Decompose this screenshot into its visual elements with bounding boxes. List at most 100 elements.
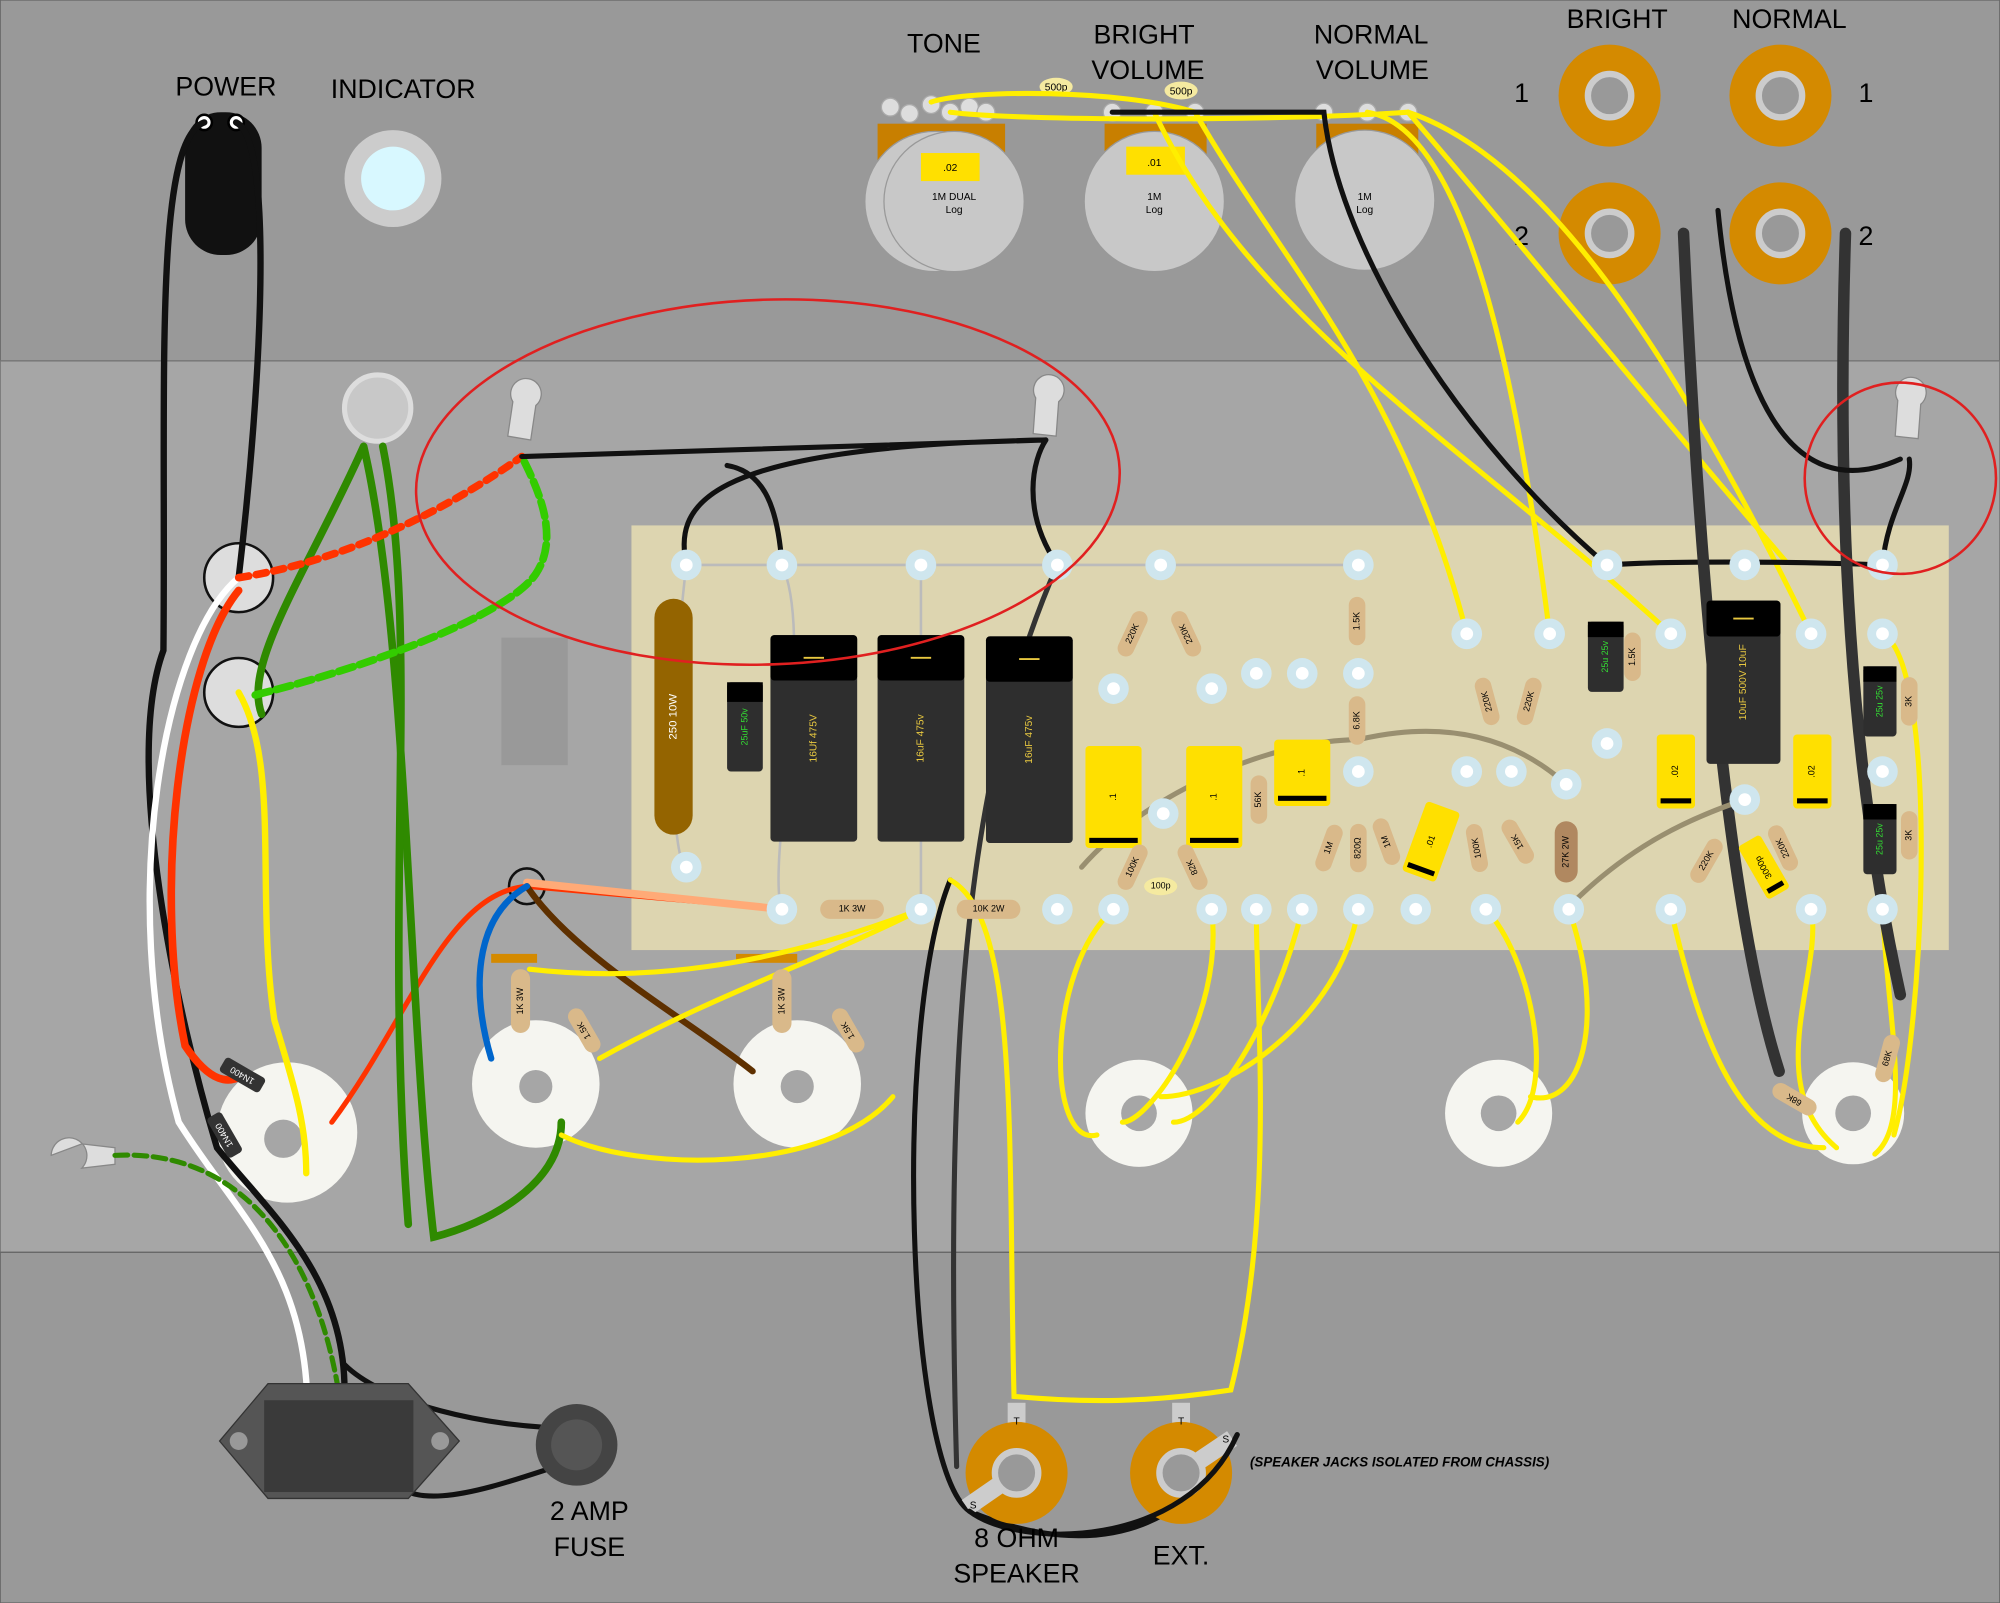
- eyelet-hole: [1876, 558, 1889, 572]
- component-label: 100p: [1151, 881, 1171, 891]
- eyelet-hole: [1249, 902, 1263, 916]
- eyelet-hole: [1154, 558, 1168, 572]
- tone-pot[interactable]: .02 1M DUAL Log: [864, 123, 1025, 273]
- resistor: 15K: [1501, 819, 1535, 864]
- bright-volume-label-1: BRIGHT: [1094, 19, 1195, 49]
- film-capacitor: 3000p: [1738, 835, 1789, 899]
- normal-volume-label-2: VOLUME: [1316, 55, 1429, 85]
- resistor: 220K: [1474, 677, 1500, 726]
- component-label: 16Uf 475V: [808, 714, 819, 762]
- eyelet-hole: [1351, 902, 1365, 916]
- component-label: .1: [1108, 793, 1118, 800]
- component-label: 250 10W: [668, 694, 680, 740]
- input-jack-bright-2: [1558, 182, 1661, 285]
- speaker-jack-8-ohm[interactable]: [961, 1402, 1068, 1524]
- electrolytic-capacitor: 25u 25v: [1863, 666, 1897, 737]
- resistor: 56K: [1250, 775, 1268, 824]
- resistor: 68K: [1875, 1034, 1900, 1083]
- cap-label: 500p: [1170, 86, 1193, 97]
- eyelet-hole: [1205, 682, 1219, 696]
- cap-label: 500p: [1045, 83, 1068, 94]
- power-switch[interactable]: [185, 112, 262, 256]
- resistor: 1.5K: [568, 1008, 601, 1053]
- component-label: .02: [1670, 765, 1680, 777]
- component-label: 6.8K: [1351, 711, 1361, 729]
- input-jack-normal-1: [1729, 44, 1832, 147]
- speaker-label-1: 8 OHM: [974, 1523, 1059, 1553]
- jack-terminal: S: [1222, 1434, 1229, 1445]
- eyelet-hole: [1205, 902, 1219, 916]
- fuse-holder[interactable]: [535, 1404, 618, 1486]
- jack-terminal: T: [1013, 1416, 1019, 1427]
- component-label: 1M: [1322, 840, 1336, 855]
- eyelet-hole: [1664, 902, 1678, 916]
- fuse-label-1: 2 AMP: [550, 1496, 629, 1526]
- resistor: 1K 3W: [772, 969, 792, 1033]
- jack-terminal: S: [970, 1501, 977, 1512]
- eyelet-hole: [1543, 627, 1557, 641]
- jack-number: 1: [1858, 78, 1873, 108]
- resistor: 3K: [1900, 811, 1918, 860]
- eyelet-hole: [1051, 902, 1064, 916]
- jack-number: 2: [1858, 221, 1873, 251]
- eyelet-hole: [1876, 765, 1889, 778]
- component-label: 1K 3W: [776, 987, 786, 1014]
- resistor: 1M: [1315, 824, 1343, 872]
- component-label: 10K 2W: [973, 904, 1005, 914]
- power-label: POWER: [175, 72, 276, 102]
- component-label: 3K: [1904, 830, 1914, 841]
- component-label: 1K 3W: [839, 904, 866, 914]
- input-jacks[interactable]: [1558, 44, 1832, 285]
- tone-cap-label: .02: [943, 163, 957, 174]
- resistor: 1M: [1372, 818, 1401, 865]
- ext-label: EXT.: [1153, 1541, 1210, 1571]
- eyelet-hole: [1460, 627, 1474, 641]
- film-capacitor: .02: [1793, 734, 1832, 809]
- resistor: 27K 2W: [1554, 821, 1578, 883]
- eyelet-hole: [1876, 902, 1889, 916]
- component-label: 25uF 50v: [739, 708, 749, 746]
- eyelet-hole: [1505, 765, 1518, 778]
- eyelet-hole: [1479, 902, 1493, 916]
- resistor: 220K: [1516, 677, 1542, 726]
- resistor: 1.5K: [1624, 632, 1641, 681]
- eyelet-hole: [914, 558, 928, 572]
- jack-terminal: T: [1178, 1416, 1184, 1427]
- resistor: 220K: [1690, 838, 1723, 883]
- eyelet-hole: [1107, 902, 1120, 916]
- resistor: 220K: [1117, 611, 1148, 657]
- filter-capacitor: 16Uf 475V: [770, 635, 858, 842]
- tone-label: TONE: [907, 28, 981, 58]
- bright-cap-label: .01: [1147, 158, 1161, 169]
- filter-capacitor: 16uF 475v: [985, 636, 1073, 843]
- isolation-note: (SPEAKER JACKS ISOLATED FROM CHASSIS): [1250, 1455, 1550, 1470]
- component-label: 10uF 500V 10uF: [1738, 644, 1749, 720]
- bright-cap-500p: [1164, 81, 1198, 100]
- component-label: .1: [1209, 793, 1219, 800]
- input-normal-label: NORMAL: [1732, 4, 1847, 34]
- electrolytic-capacitor: 25u 25v: [1587, 621, 1624, 692]
- eyelet-hole: [679, 860, 693, 874]
- eyelet-hole: [1562, 902, 1576, 916]
- eyelet-hole: [1351, 558, 1365, 572]
- pot-value: 1M: [1147, 192, 1161, 203]
- tube-mount-bracket: [491, 953, 538, 963]
- power-inlet[interactable]: [218, 1383, 461, 1500]
- highlight-ellipse: [414, 298, 1121, 666]
- eyelet-hole: [1804, 627, 1818, 641]
- pot-taper: Log: [1146, 205, 1163, 216]
- film-capacitor: .1: [1274, 739, 1331, 806]
- eyelet-hole: [1295, 902, 1309, 916]
- speaker-jack-ext[interactable]: [1130, 1402, 1238, 1524]
- eyelet-hole: [1664, 627, 1678, 641]
- resistor: 10K 2W: [956, 899, 1021, 919]
- film-capacitor: .1: [1085, 746, 1142, 849]
- electrolytic-capacitor: 25uF 50v: [727, 682, 763, 772]
- indicator-lens: [361, 146, 425, 211]
- resistor: 1.5K: [1348, 596, 1366, 646]
- eyelet-hole: [1249, 666, 1263, 680]
- film-capacitor: .01: [1402, 801, 1460, 882]
